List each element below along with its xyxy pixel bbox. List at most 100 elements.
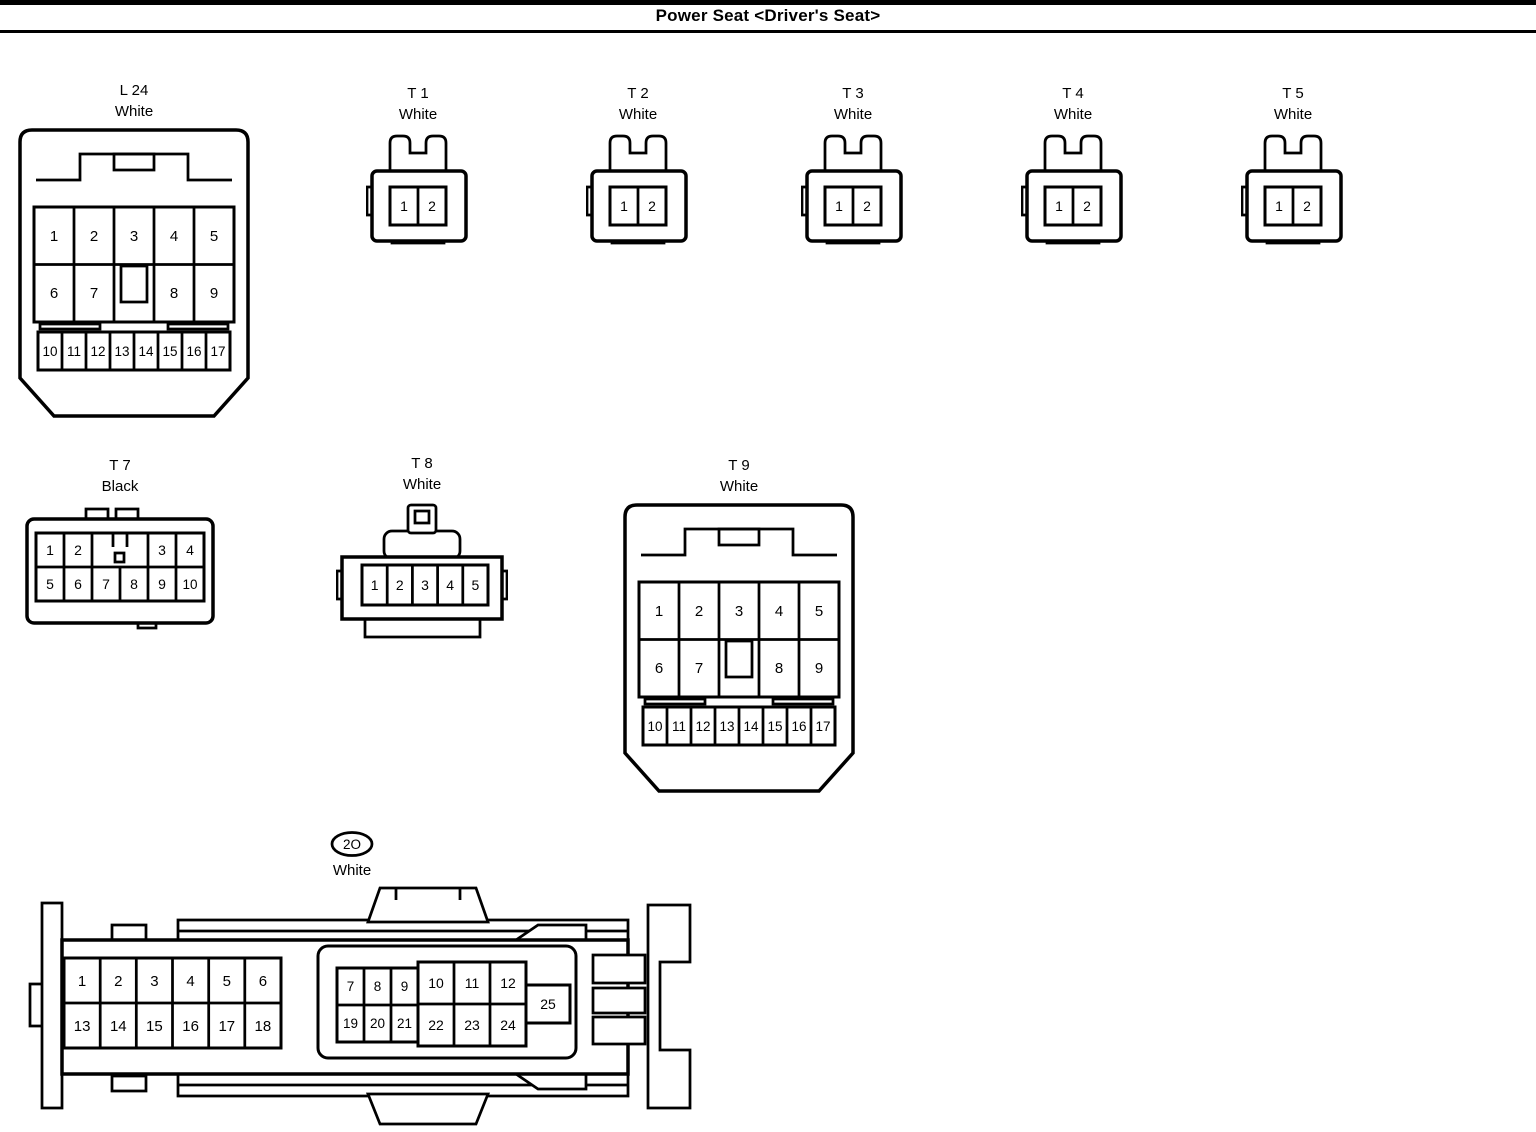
pin-label: 7 xyxy=(695,660,703,677)
pin-label: 2 xyxy=(648,198,656,214)
pin-label: 1 xyxy=(78,973,86,990)
connector-t2: T 2 White 1 2 xyxy=(586,83,690,245)
pin-label: 13 xyxy=(114,344,129,359)
pin-label: 17 xyxy=(815,719,830,734)
pin-label: 8 xyxy=(374,979,382,994)
connector-l24-drawing: 1 2 3 4 5 6 7 8 9 10 11 12 13 14 15 16 1… xyxy=(18,128,250,418)
pin-label: 2 xyxy=(90,228,98,245)
pin-label: 7 xyxy=(102,576,110,592)
left-bracket xyxy=(40,901,64,1110)
lock-notch xyxy=(112,152,156,172)
pin-label: 11 xyxy=(67,344,81,359)
connector-id: T 3 xyxy=(842,85,864,102)
pin-grid-right-lines xyxy=(418,962,526,1046)
connector-id-oval: 2O xyxy=(330,831,374,857)
pin-grid-lines xyxy=(385,565,465,605)
connector-color: White xyxy=(1273,106,1313,123)
pin-label: 8 xyxy=(130,576,138,592)
connector-t9: T 9 White 1 2 3 4 5 6 7 8 9 10 11 12 13 xyxy=(623,455,855,795)
connector-color: White xyxy=(1053,106,1093,123)
pin-label: 1 xyxy=(400,198,408,214)
pin-label: 1 xyxy=(371,577,379,593)
pin-label: 17 xyxy=(218,1018,235,1035)
connector-shell xyxy=(623,503,855,793)
lock-tab-inner xyxy=(413,509,431,525)
right-slot-1 xyxy=(591,953,647,985)
pin-label: 11 xyxy=(465,975,480,991)
pin-label: 6 xyxy=(50,285,58,302)
pin-label: 2 xyxy=(1083,198,1091,214)
pin-label: 3 xyxy=(421,577,429,593)
top-flange xyxy=(388,134,448,175)
pin-grid-lines xyxy=(639,582,839,697)
pin-label: 7 xyxy=(90,285,98,302)
pin-label: 5 xyxy=(210,228,218,245)
pin-label: 12 xyxy=(695,719,710,734)
connector-body xyxy=(60,938,630,1076)
connector-t1-drawing: 1 2 xyxy=(366,134,468,245)
pin-label: 4 xyxy=(186,973,194,990)
pin-label: 18 xyxy=(255,1018,272,1035)
pin-label: 8 xyxy=(775,660,783,677)
top-flange xyxy=(1043,134,1103,175)
pin-grid xyxy=(360,563,490,607)
pin-label: 20 xyxy=(370,1016,385,1031)
pin-label: 5 xyxy=(46,576,54,592)
key-channel xyxy=(111,533,129,547)
connector-t1: T 1 White 1 2 xyxy=(366,83,470,245)
pin-label: 11 xyxy=(672,719,686,734)
lock-ramp-bottom xyxy=(365,1092,491,1126)
connector-t7-drawing: 1 2 3 4 5 6 7 8 9 10 xyxy=(25,507,215,630)
pin-label: 12 xyxy=(500,975,516,991)
title-underline xyxy=(0,30,1536,33)
pin-label: 13 xyxy=(74,1018,91,1035)
inner-housing xyxy=(316,944,578,1060)
pin-label: 19 xyxy=(343,1016,358,1031)
connector-id: T 8 xyxy=(411,455,433,472)
key-square xyxy=(113,551,126,564)
pin-label: 5 xyxy=(223,973,231,990)
pin-grid-lines xyxy=(36,533,204,601)
pin-label: 1 xyxy=(1055,198,1063,214)
connector-t3: T 3 White 1 2 xyxy=(801,83,905,245)
pin-label: 4 xyxy=(170,228,178,245)
slit-right xyxy=(771,697,835,706)
connector-color: White xyxy=(332,862,372,879)
connector-t7: T 7 Black 1 2 3 4 5 6 7 8 9 10 xyxy=(24,455,216,631)
connector-color: White xyxy=(114,103,154,120)
pin-strip-lines xyxy=(60,332,208,370)
top-rule xyxy=(0,0,1536,5)
pin-label: 9 xyxy=(158,576,166,592)
pin-label: 8 xyxy=(170,285,178,302)
pin-grid-lines xyxy=(34,207,234,322)
pin-strip-lines xyxy=(665,707,813,745)
pin-label: 6 xyxy=(259,973,267,990)
pin-label: 9 xyxy=(401,979,409,994)
connector-id: T 4 xyxy=(1062,85,1084,102)
connector-l24: L 24 White 1 2 3 4 5 6 7 8 9 10 11 12 13 xyxy=(18,80,250,420)
pin-label: 23 xyxy=(464,1017,480,1033)
pin-label: 16 xyxy=(791,719,806,734)
connector-id: T 7 xyxy=(109,457,131,474)
pin-label: 14 xyxy=(110,1018,127,1035)
connector-id: T 1 xyxy=(407,85,429,102)
connector-t8: T 8 White 1 2 3 4 5 xyxy=(336,453,508,641)
pin-label: 9 xyxy=(210,285,218,302)
top-flange xyxy=(1263,134,1323,175)
pin-label: 10 xyxy=(42,344,57,359)
pin-label: 1 xyxy=(50,228,58,245)
pin-label: 10 xyxy=(182,577,197,592)
top-flange xyxy=(823,134,883,175)
connector-color: White xyxy=(719,478,759,495)
slit-left xyxy=(38,322,102,331)
top-left-tab xyxy=(110,923,148,942)
pin-label: 1 xyxy=(46,542,54,558)
pin-label: 1 xyxy=(835,198,843,214)
pin-25-box xyxy=(524,983,572,1025)
pin-label: 3 xyxy=(130,228,138,245)
connector-color: Black xyxy=(101,478,139,495)
pin-label: 22 xyxy=(428,1017,444,1033)
pin-label: 14 xyxy=(743,719,759,734)
connector-t4-drawing: 1 2 xyxy=(1021,134,1123,245)
